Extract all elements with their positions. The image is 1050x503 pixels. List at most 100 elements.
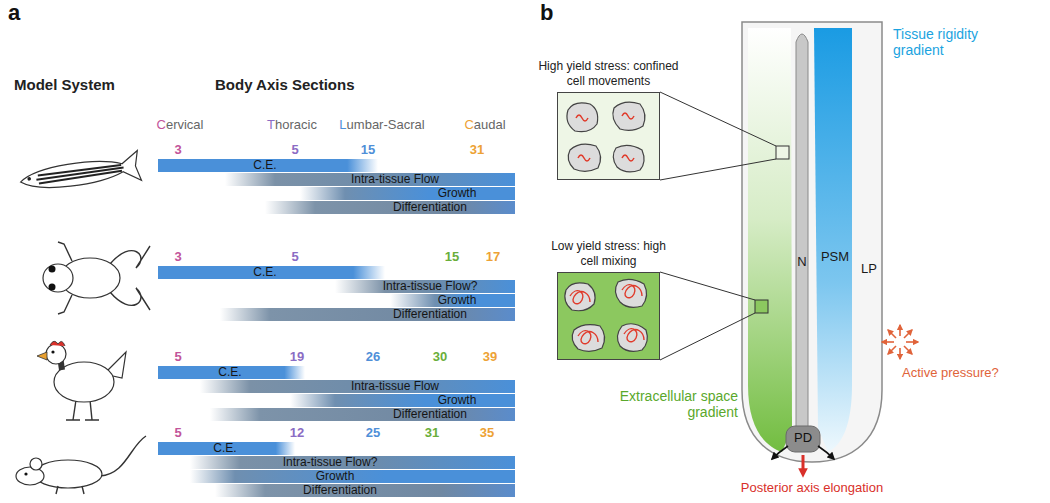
axis-section-name: Cervical [157, 118, 204, 133]
mouse-drawing [24, 472, 27, 475]
inset-low-yield [622, 285, 642, 298]
pressure-arrows [888, 346, 896, 354]
pressure-arrows [899, 325, 901, 336]
bar-label: Differentiation [303, 484, 377, 497]
segment-count: 31 [470, 143, 484, 158]
tailbud-drawing [796, 34, 808, 428]
mouse-drawing [100, 436, 146, 476]
bar-label: Intra-tissue Flow? [383, 280, 478, 293]
segment-count: 15 [361, 143, 375, 158]
inset-low-yield [570, 291, 590, 304]
segment-count: 31 [425, 426, 439, 441]
process-bar: C.E. [158, 159, 378, 172]
chicken-drawing [51, 350, 54, 353]
process-bar: Growth [390, 294, 515, 307]
segment-count: 3 [174, 250, 181, 265]
process-bar: Growth [290, 394, 515, 407]
inset-high-yield [567, 103, 598, 132]
chicken-drawing [50, 341, 65, 346]
chicken-drawing [73, 400, 76, 420]
inset-heading: High yield stress: confined cell movemen… [534, 59, 684, 88]
pressure-arrows [882, 341, 894, 343]
inset-low-yield [617, 324, 647, 352]
inset-high-yield [660, 159, 776, 180]
inset-low-yield [570, 285, 644, 344]
process-bar: Intra-tissue Flow? [335, 280, 515, 293]
inset-high-yield [776, 146, 789, 159]
bar-label: C.E. [213, 442, 236, 455]
segment-count: 30 [433, 350, 447, 365]
segment-count: 15 [445, 250, 459, 265]
mouse-drawing [56, 486, 58, 494]
process-bar: C.E. [158, 366, 305, 379]
bar-label: C.E. [218, 366, 241, 379]
inset-heading: Low yield stress: high cell mixing [549, 239, 669, 268]
inset-low-yield [572, 325, 604, 352]
mouse-drawing [16, 436, 146, 494]
inset-high-yield [622, 113, 634, 119]
tailbud-drawing [786, 426, 820, 452]
column-heading: Body Axis Sections [215, 76, 354, 93]
inset-low-yield [624, 329, 644, 342]
tailbud-drawing [742, 22, 882, 474]
process-bar: Differentiation [220, 308, 515, 321]
inset-high-yield [568, 144, 600, 171]
frog-drawing [58, 242, 72, 261]
frog-drawing [49, 266, 56, 273]
pressure-label: Active pressure? [902, 366, 999, 381]
process-bar: Differentiation [265, 201, 515, 214]
bar-label: C.E. [253, 159, 276, 172]
process-bar: Intra-tissue Flow? [190, 456, 515, 469]
inset-high-yield [557, 92, 789, 180]
panel-letter: a [8, 0, 20, 25]
mouse-drawing [16, 467, 44, 485]
inset-low-yield [578, 331, 598, 344]
inset-low-yield [565, 279, 647, 351]
process-bar: C.E. [158, 266, 385, 279]
bar-label: Intra-tissue Flow? [283, 456, 378, 469]
inset-low-yield [615, 279, 646, 307]
gradient-label: Tissue rigidity gradient [893, 26, 1003, 58]
segment-count: 19 [290, 350, 304, 365]
frog-drawing [58, 295, 72, 314]
process-bar: Growth [190, 470, 515, 483]
process-bar: Intra-tissue Flow [225, 173, 515, 186]
chicken-drawing [37, 341, 126, 420]
chicken-drawing [46, 344, 66, 364]
pressure-arrows [904, 330, 912, 338]
inset-high-yield [567, 102, 645, 172]
bar-label: Differentiation [393, 308, 467, 321]
zebrafish-drawing [27, 177, 31, 181]
panel-letter: b [540, 0, 553, 25]
tailbud-drawing [742, 22, 882, 462]
inset-low-yield [660, 313, 755, 360]
tailbud-drawing [772, 446, 788, 459]
inset-low-yield [755, 300, 768, 313]
inset-high-yield [660, 92, 776, 146]
inset-low-yield [557, 272, 660, 360]
segment-count: 5 [174, 426, 181, 441]
pressure-arrows [882, 325, 918, 359]
elongation-label: Posterior axis elongation [741, 481, 883, 496]
inset-box: High yield stress: confined cell movemen… [557, 92, 660, 180]
segment-count: 12 [290, 426, 304, 441]
mouse-drawing [30, 458, 42, 470]
axis-section-name: Thoracic [267, 118, 317, 133]
chicken-drawing [66, 419, 99, 420]
segment-count: 5 [291, 250, 298, 265]
bar-label: Growth [438, 294, 477, 307]
segment-count: 5 [174, 350, 181, 365]
tissue-label: PD [794, 431, 812, 446]
process-bar: Differentiation [215, 484, 515, 497]
tissue-label: LP [861, 262, 877, 277]
inset-high-yield [613, 102, 645, 130]
bar-label: Differentiation [393, 408, 467, 421]
inset-high-yield [576, 115, 588, 121]
inset-high-yield [576, 113, 634, 161]
inset-low-yield [565, 283, 595, 311]
bar-label: Differentiation [393, 201, 467, 214]
bar-label: Growth [438, 394, 477, 407]
bar-label: Growth [438, 187, 477, 200]
